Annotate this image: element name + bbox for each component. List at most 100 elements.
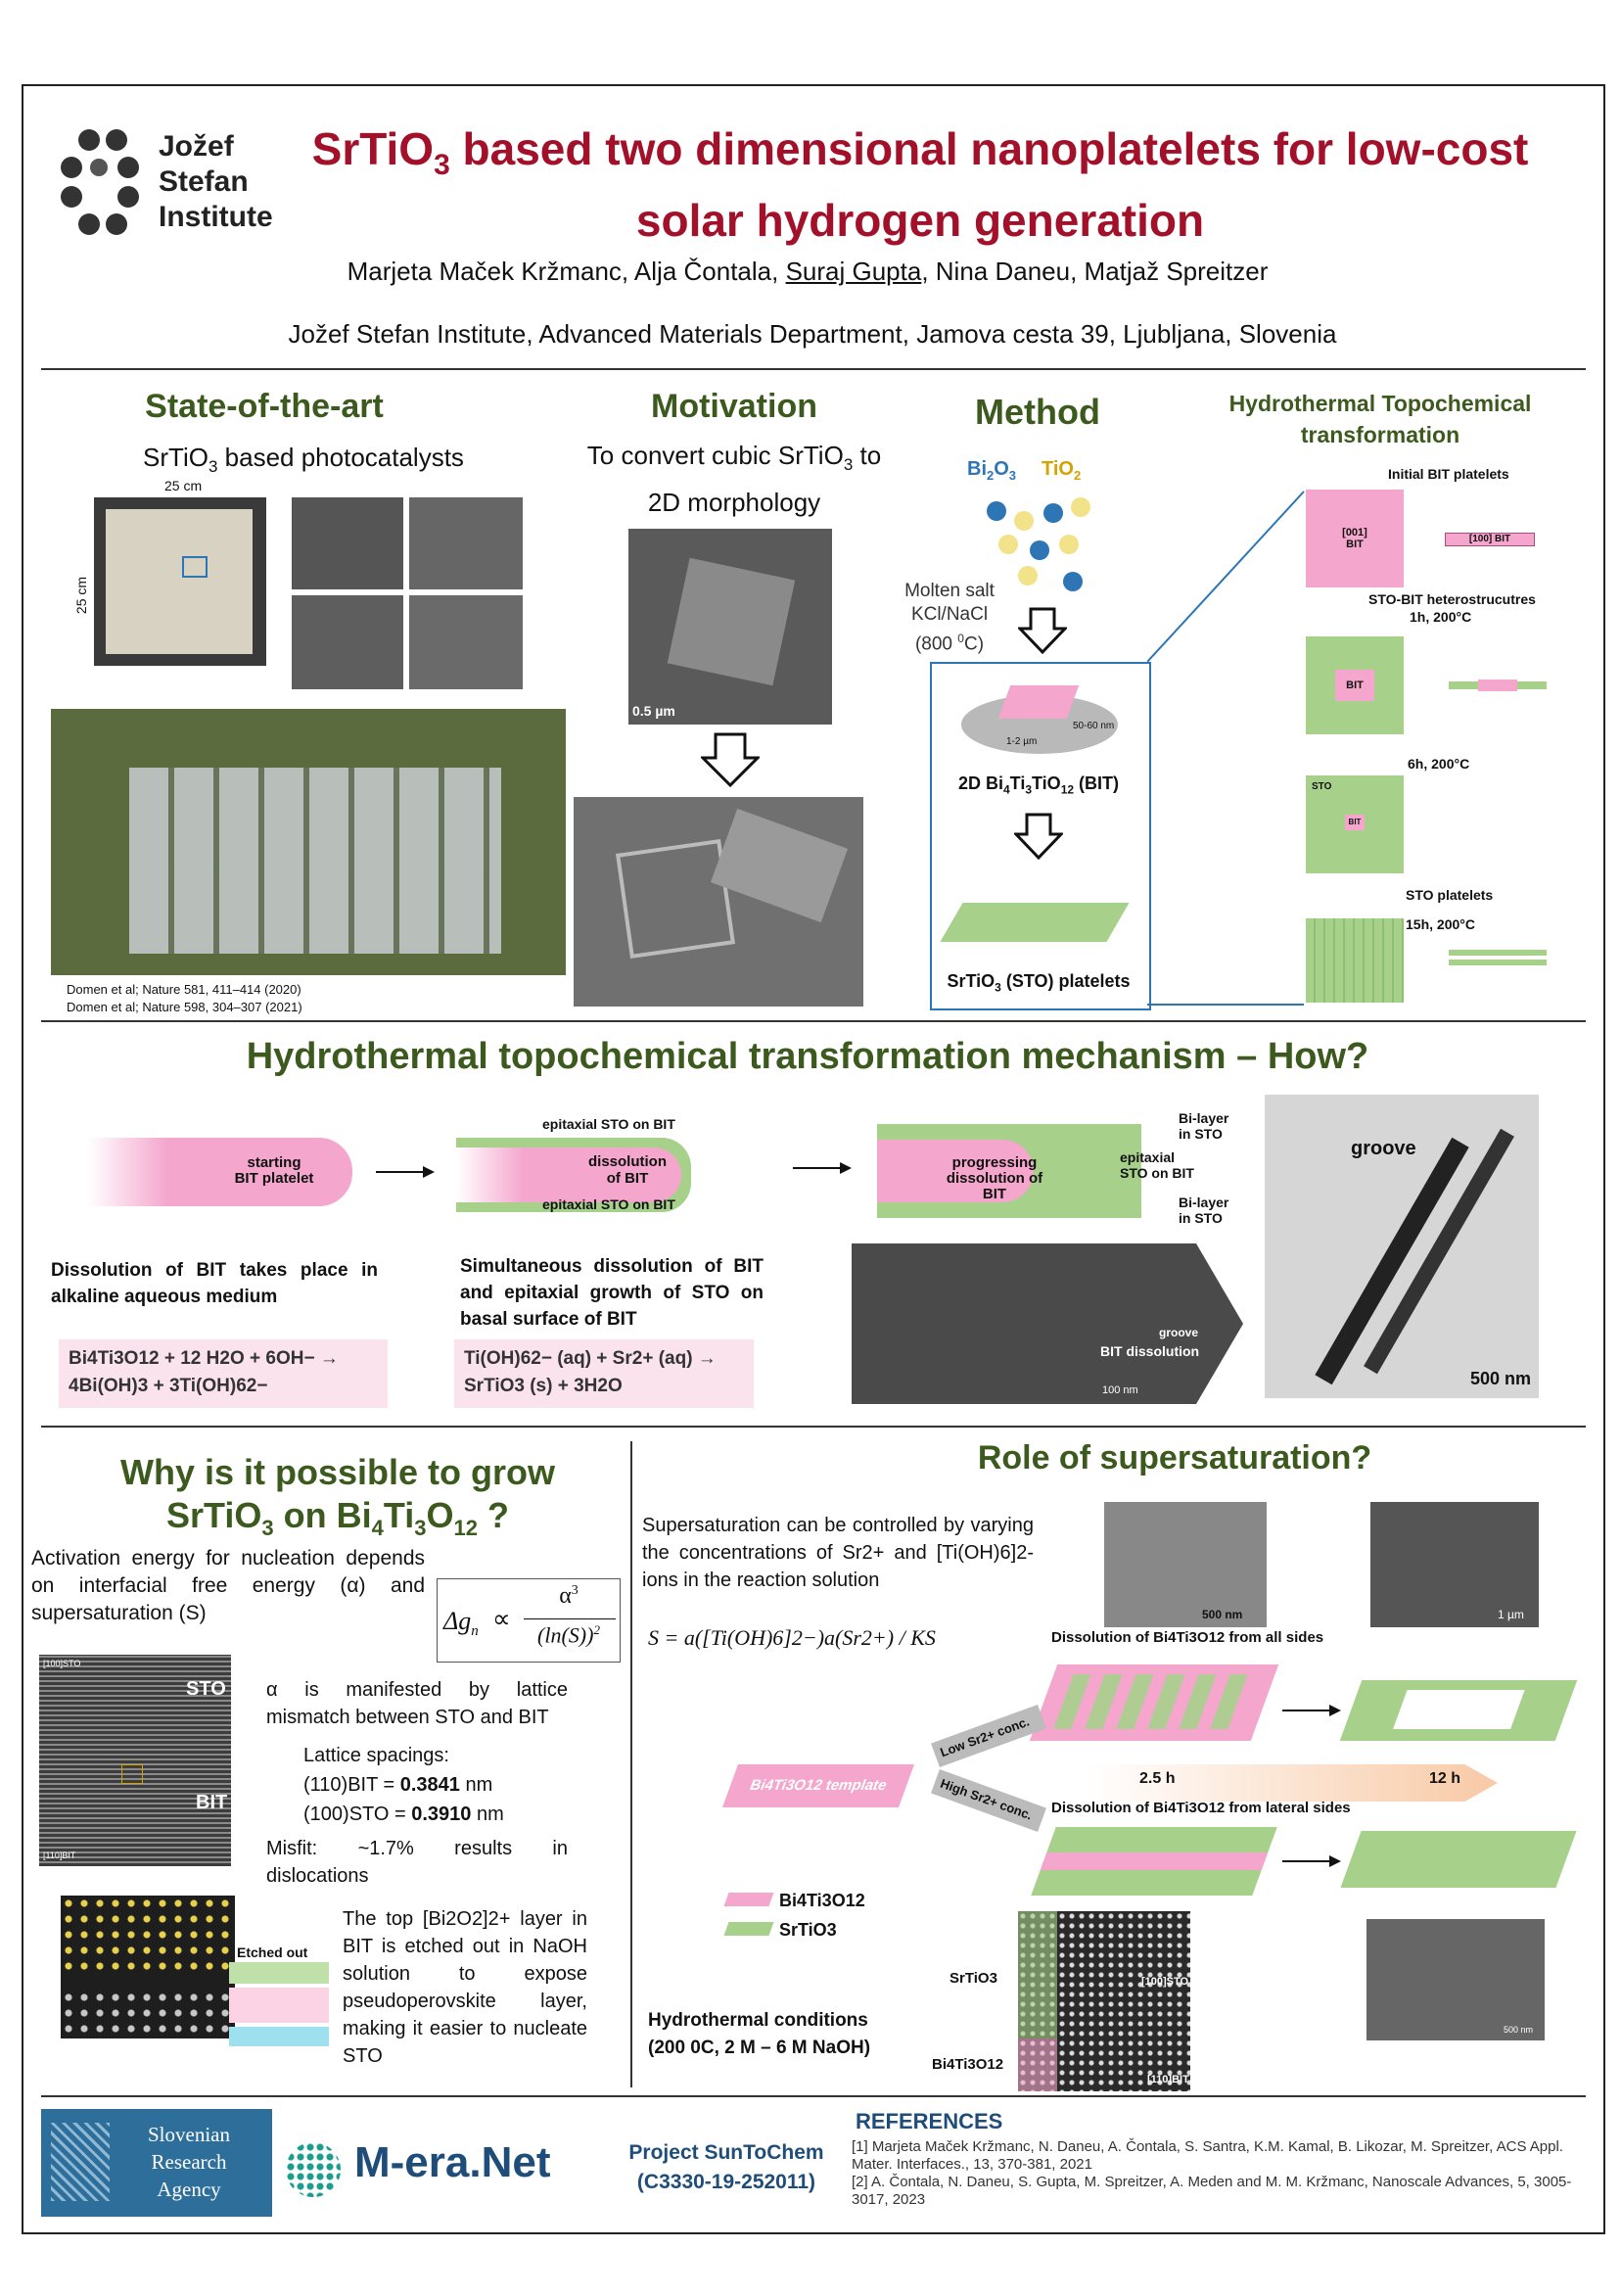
references-list: [1] Marjeta Maček Kržmanc, N. Daneu, A. … [852,2138,1572,2209]
equation-box-2 [454,1339,754,1408]
state-subtitle: SrTiO3 based photocatalysts [143,443,464,477]
super-text: Supersaturation can be controlled by var… [642,1515,1034,1591]
htt-15h-label: 15h, 200°C [1406,916,1475,932]
etch-text: The top [Bi2O2]2+ layer in BIT is etched… [343,1908,587,2067]
time-arrow [1087,1764,1498,1802]
poster-frame [22,84,1605,2234]
tio2-label: TiO2 [1042,458,1082,483]
legend: Bi4Ti3O12 SrTiO3 [723,1886,865,1945]
method-heading: Method [975,392,1100,432]
htt-sto-platelets-label: STO platelets [1406,887,1494,903]
misfit-text: Misfit: ~1.7% results in dislocations [266,1838,568,1887]
template-platelet: Bi4Ti3O12 template [721,1764,915,1807]
sto-platelet-graphic [940,883,1130,952]
bit-side-label: Bi4Ti3O12 [932,2056,1004,2073]
project-label: Project SunToChem(C3330-19-252011) [628,2141,824,2193]
zoom-lines [1147,491,1305,1006]
nucleation-formula: Δgn ∝ α3 (ln(S))2 [437,1578,621,1663]
supersaturation-equation: S = a([Ti(OH)6]2−)a(Sr2+) / KS [648,1625,936,1650]
reference-2: [2] A. Čontala, N. Daneu, S. Gupta, M. S… [852,2174,1572,2208]
alpha-text: α is manifested by lattice mismatch betw… [266,1679,568,1728]
field-panels-photo [51,709,566,975]
img-100sto: [100]STO [43,1659,81,1668]
down-arrow-icon [1018,607,1067,654]
presenting-author: Suraj Gupta [785,257,922,286]
down-arrow-icon [1014,813,1063,860]
mechanism-heading: Hydrothermal topochemical transformation… [246,1036,1369,1077]
references-heading: REFERENCES [856,2109,1003,2133]
state-ref-2: Domen et al; Nature 598, 304–307 (2021) [67,1000,302,1014]
state-ref-1: Domen et al; Nature 581, 411–414 (2020) [67,982,301,997]
activation-text: Activation energy for nucleation depends… [31,1547,425,1624]
right-arrow-icon [1282,1705,1341,1716]
img-sto-label: STO [186,1678,226,1700]
bit-dissolution-stem: groove BIT dissolution 100 nm [852,1243,1243,1404]
epi-bottom-label: epitaxial STO on BIT [542,1196,675,1212]
scale-500nm: 500 nm [1470,1369,1532,1388]
htt-6h-label: 6h, 200°C [1408,756,1470,772]
bit-dissolution-label: BIT dissolution [1100,1343,1200,1359]
right-arrow-icon [793,1162,852,1174]
scale-100nm: 100 nm [1102,1384,1138,1396]
layer-stack-diagram [229,1962,329,2046]
equation-box-1 [59,1339,388,1408]
htt-initial-label: Initial BIT platelets [1388,466,1509,482]
authors: Marjeta Maček Kržmanc, Alja Čontala, Sur… [347,257,1269,286]
platelet-all-sides [1029,1664,1279,1741]
bit-platelet-square: [001]BIT [1306,490,1404,587]
srtio3-side-label: SrTiO3 [949,1970,997,1987]
right-arrow-icon [1282,1855,1341,1867]
platelet-lateral [1031,1827,1277,1896]
hetero-side [1449,676,1547,695]
dim-width: 25 cm [164,478,203,493]
mech-text-2: Simultaneous dissolution of BIT and epit… [460,1256,764,1330]
bit-label: 2D Bi4Ti3TiO12 (BIT) [957,773,1120,797]
affiliation: Jožef Stefan Institute, Advanced Materia… [288,319,1337,349]
scale-1um: 1 µm [1498,1608,1524,1621]
groove-label: groove [1351,1138,1416,1159]
diss-all-label: Dissolution of Bi4Ti3O12 from all sides [1051,1629,1324,1646]
groove-tem-image: groove 500 nm [1265,1095,1539,1398]
sto-square-6h: STO BIT [1306,775,1404,873]
scale-05um: 0.5 µm [632,703,675,719]
right-arrow-icon [376,1166,435,1178]
motivation-text: To convert cubic SrTiO3 to 2D morphology [586,441,882,518]
etched-out-label: Etched out [237,1945,308,1960]
jsi-logo: Jožef Stefan Institute [61,129,296,237]
sem-particle-grid [292,497,523,689]
sto-platelet-final [1340,1831,1577,1888]
why-heading: Why is it possible to grow SrTiO3 on Bi4… [119,1452,556,1541]
htt-hetero-label: STO-BIT heterostrucutres [1368,591,1536,607]
super-heading: Role of supersaturation? [977,1439,1372,1476]
htt-1h-label: 1h, 200°C [1410,609,1472,625]
logo-line-1: Jožef [159,130,234,163]
sto-platelets-label: SrTiO3 (STO) platelets [947,971,1131,995]
solar-panel-photo [94,497,266,666]
scale-500nm-b: 500 nm [1202,1608,1243,1621]
state-heading: State-of-the-art [145,388,384,425]
equation-1: Bi4Ti3O12 + 12 H2O + 6OH− →4Bi(OH)3 + 3T… [69,1348,339,1396]
motivation-heading: Motivation [651,388,817,425]
bit-side-view: [100] BIT [1445,533,1535,546]
hetero-square: BIT [1306,636,1404,734]
atomic-columns-image [61,1896,235,2038]
img-bit-label: BIT [196,1792,228,1813]
equation-2: Ti(OH)62− (aq) + Sr2+ (aq) →SrTiO3 (s) +… [464,1348,717,1396]
img-100sto-b: [100]STO [1141,1976,1189,1988]
method-box [930,662,1151,1010]
mera-logo: M-era.Net [286,2134,599,2197]
super-sem-2: 1 µm [1370,1502,1539,1627]
time-12h: 12 h [1429,1770,1461,1787]
dim-50-60nm: 50-60 nm [1073,721,1115,731]
img-110bit: [110]BIT [43,1851,76,1860]
bi2o3-label: Bi2O3 [967,458,1017,483]
diss-lateral-label: Dissolution of Bi4Ti3O12 from lateral si… [1051,1800,1351,1816]
img-110bit-b: [110]BIT [1147,2074,1189,2085]
sto-square-15h [1306,918,1404,1003]
